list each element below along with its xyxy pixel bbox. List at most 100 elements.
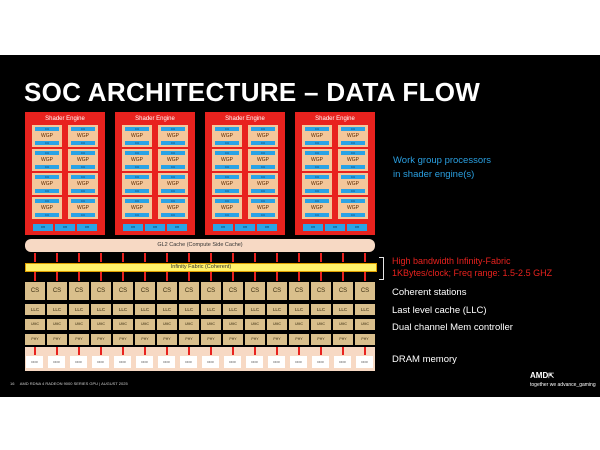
cu-block: CU xyxy=(125,213,149,217)
llc-block: LLC xyxy=(113,304,133,315)
wgp-label: WGP xyxy=(221,205,233,211)
phy-block: PHY xyxy=(113,334,133,345)
wgp-block: CU WGP CU xyxy=(68,197,98,219)
coherent-station: CS xyxy=(311,282,331,300)
wgp-label: WGP xyxy=(257,157,269,163)
cu-block: CU xyxy=(305,151,329,155)
phy-block: PHY xyxy=(223,334,243,345)
llc-block: LLC xyxy=(333,304,353,315)
cu-block: CU xyxy=(35,165,59,169)
brand-tagline: together we advance_gaming xyxy=(530,382,596,388)
wgp-label: WGP xyxy=(131,133,143,139)
dram-arrow xyxy=(276,347,278,355)
fabric-arrow xyxy=(298,253,300,262)
phy-block: PHY xyxy=(267,334,287,345)
fabric-arrow xyxy=(78,253,80,262)
dram-chip: DDR xyxy=(202,356,219,368)
umc-block: UMC xyxy=(223,319,243,330)
fabric-arrow xyxy=(254,253,256,262)
coherent-station: CS xyxy=(355,282,375,300)
llc-block: LLC xyxy=(289,304,309,315)
wgp-label: WGP xyxy=(77,157,89,163)
coherent-station: CS xyxy=(333,282,353,300)
cu-block: CU xyxy=(215,175,239,179)
dram-chip: DDR xyxy=(224,356,241,368)
dram-chip: DDR xyxy=(290,356,307,368)
cu-block: CU xyxy=(125,189,149,193)
phy-block: PHY xyxy=(245,334,265,345)
cu-block: CU xyxy=(71,213,95,217)
cu-block: CU xyxy=(161,165,185,169)
cu-block: CU xyxy=(251,213,275,217)
dram-chip: DDR xyxy=(334,356,351,368)
fabric-arrow xyxy=(34,272,36,281)
fabric-annotation-line1: High bandwidth Infinity-Fabric xyxy=(392,256,511,266)
infinity-fabric: Infinity Fabric (Coherent) xyxy=(25,263,377,272)
fabric-arrow xyxy=(100,272,102,281)
wgp-label: WGP xyxy=(347,181,359,187)
fabric-arrow xyxy=(364,272,366,281)
rb-block: RB xyxy=(145,224,165,231)
dram-arrow xyxy=(100,347,102,355)
cu-block: CU xyxy=(251,165,275,169)
llc-block: LLC xyxy=(355,304,375,315)
rb-block: RB xyxy=(213,224,233,231)
cu-block: CU xyxy=(161,213,185,217)
page-number: 16 xyxy=(10,381,15,386)
cu-block: CU xyxy=(251,151,275,155)
coherent-station: CS xyxy=(25,282,45,300)
phy-block: PHY xyxy=(135,334,155,345)
cu-block: CU xyxy=(161,189,185,193)
cu-block: CU xyxy=(71,199,95,203)
fabric-arrow xyxy=(122,253,124,262)
cu-block: CU xyxy=(35,175,59,179)
fabric-arrow xyxy=(144,272,146,281)
wgp-label: WGP xyxy=(77,181,89,187)
dram-arrow xyxy=(254,347,256,355)
fabric-arrow xyxy=(342,253,344,262)
cu-block: CU xyxy=(125,151,149,155)
umc-block: UMC xyxy=(245,319,265,330)
wgp-label: WGP xyxy=(77,205,89,211)
phy-block: PHY xyxy=(157,334,177,345)
coherent-station: CS xyxy=(47,282,67,300)
cu-block: CU xyxy=(341,199,365,203)
fabric-arrow xyxy=(122,272,124,281)
cu-block: CU xyxy=(71,141,95,145)
fabric-arrow xyxy=(232,253,234,262)
llc-block: LLC xyxy=(201,304,221,315)
rb-block: RB xyxy=(77,224,97,231)
wgp-label: WGP xyxy=(167,181,179,187)
dram-arrow xyxy=(166,347,168,355)
cu-block: CU xyxy=(71,165,95,169)
wgp-label: WGP xyxy=(311,205,323,211)
wgp-label: WGP xyxy=(131,181,143,187)
fabric-arrow xyxy=(34,253,36,262)
coherent-station: CS xyxy=(289,282,309,300)
dram-arrow xyxy=(342,347,344,355)
shader-engine-label: Shader Engine xyxy=(315,116,355,122)
cu-block: CU xyxy=(251,189,275,193)
cu-block: CU xyxy=(341,213,365,217)
cu-block: CU xyxy=(125,199,149,203)
phy-block: PHY xyxy=(69,334,89,345)
umc-block: UMC xyxy=(47,319,67,330)
umc-block: UMC xyxy=(25,319,45,330)
phy-block: PHY xyxy=(25,334,45,345)
coherent-station: CS xyxy=(201,282,221,300)
